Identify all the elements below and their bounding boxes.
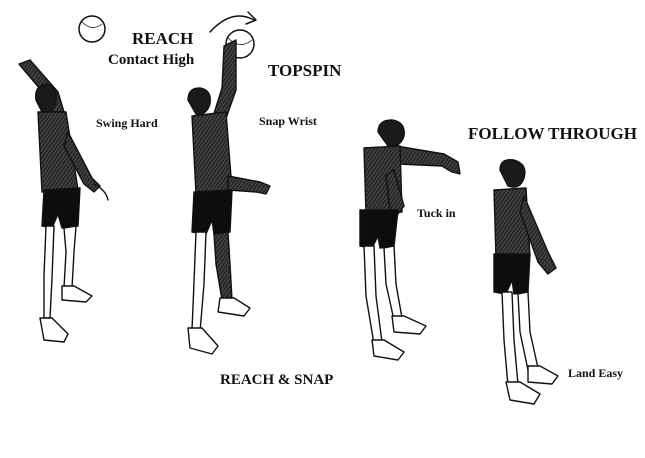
label-reach: REACH	[132, 30, 193, 47]
player-figure-landing	[494, 160, 558, 404]
label-follow-through: FOLLOW THROUGH	[468, 125, 637, 142]
label-topspin: TOPSPIN	[268, 62, 341, 79]
label-snap-wrist: Snap Wrist	[259, 115, 317, 127]
label-reach-and-snap: REACH & SNAP	[220, 373, 333, 388]
volleyball-icon	[79, 16, 105, 42]
player-figure-follow-through	[360, 120, 460, 360]
label-swing-hard: Swing Hard	[96, 117, 158, 129]
label-contact-high: Contact High	[108, 53, 194, 68]
player-figure-reach	[19, 16, 108, 342]
label-tuck-in: Tuck in	[417, 207, 456, 219]
label-land-easy: Land Easy	[568, 367, 623, 379]
player-figure-topspin	[188, 12, 270, 354]
